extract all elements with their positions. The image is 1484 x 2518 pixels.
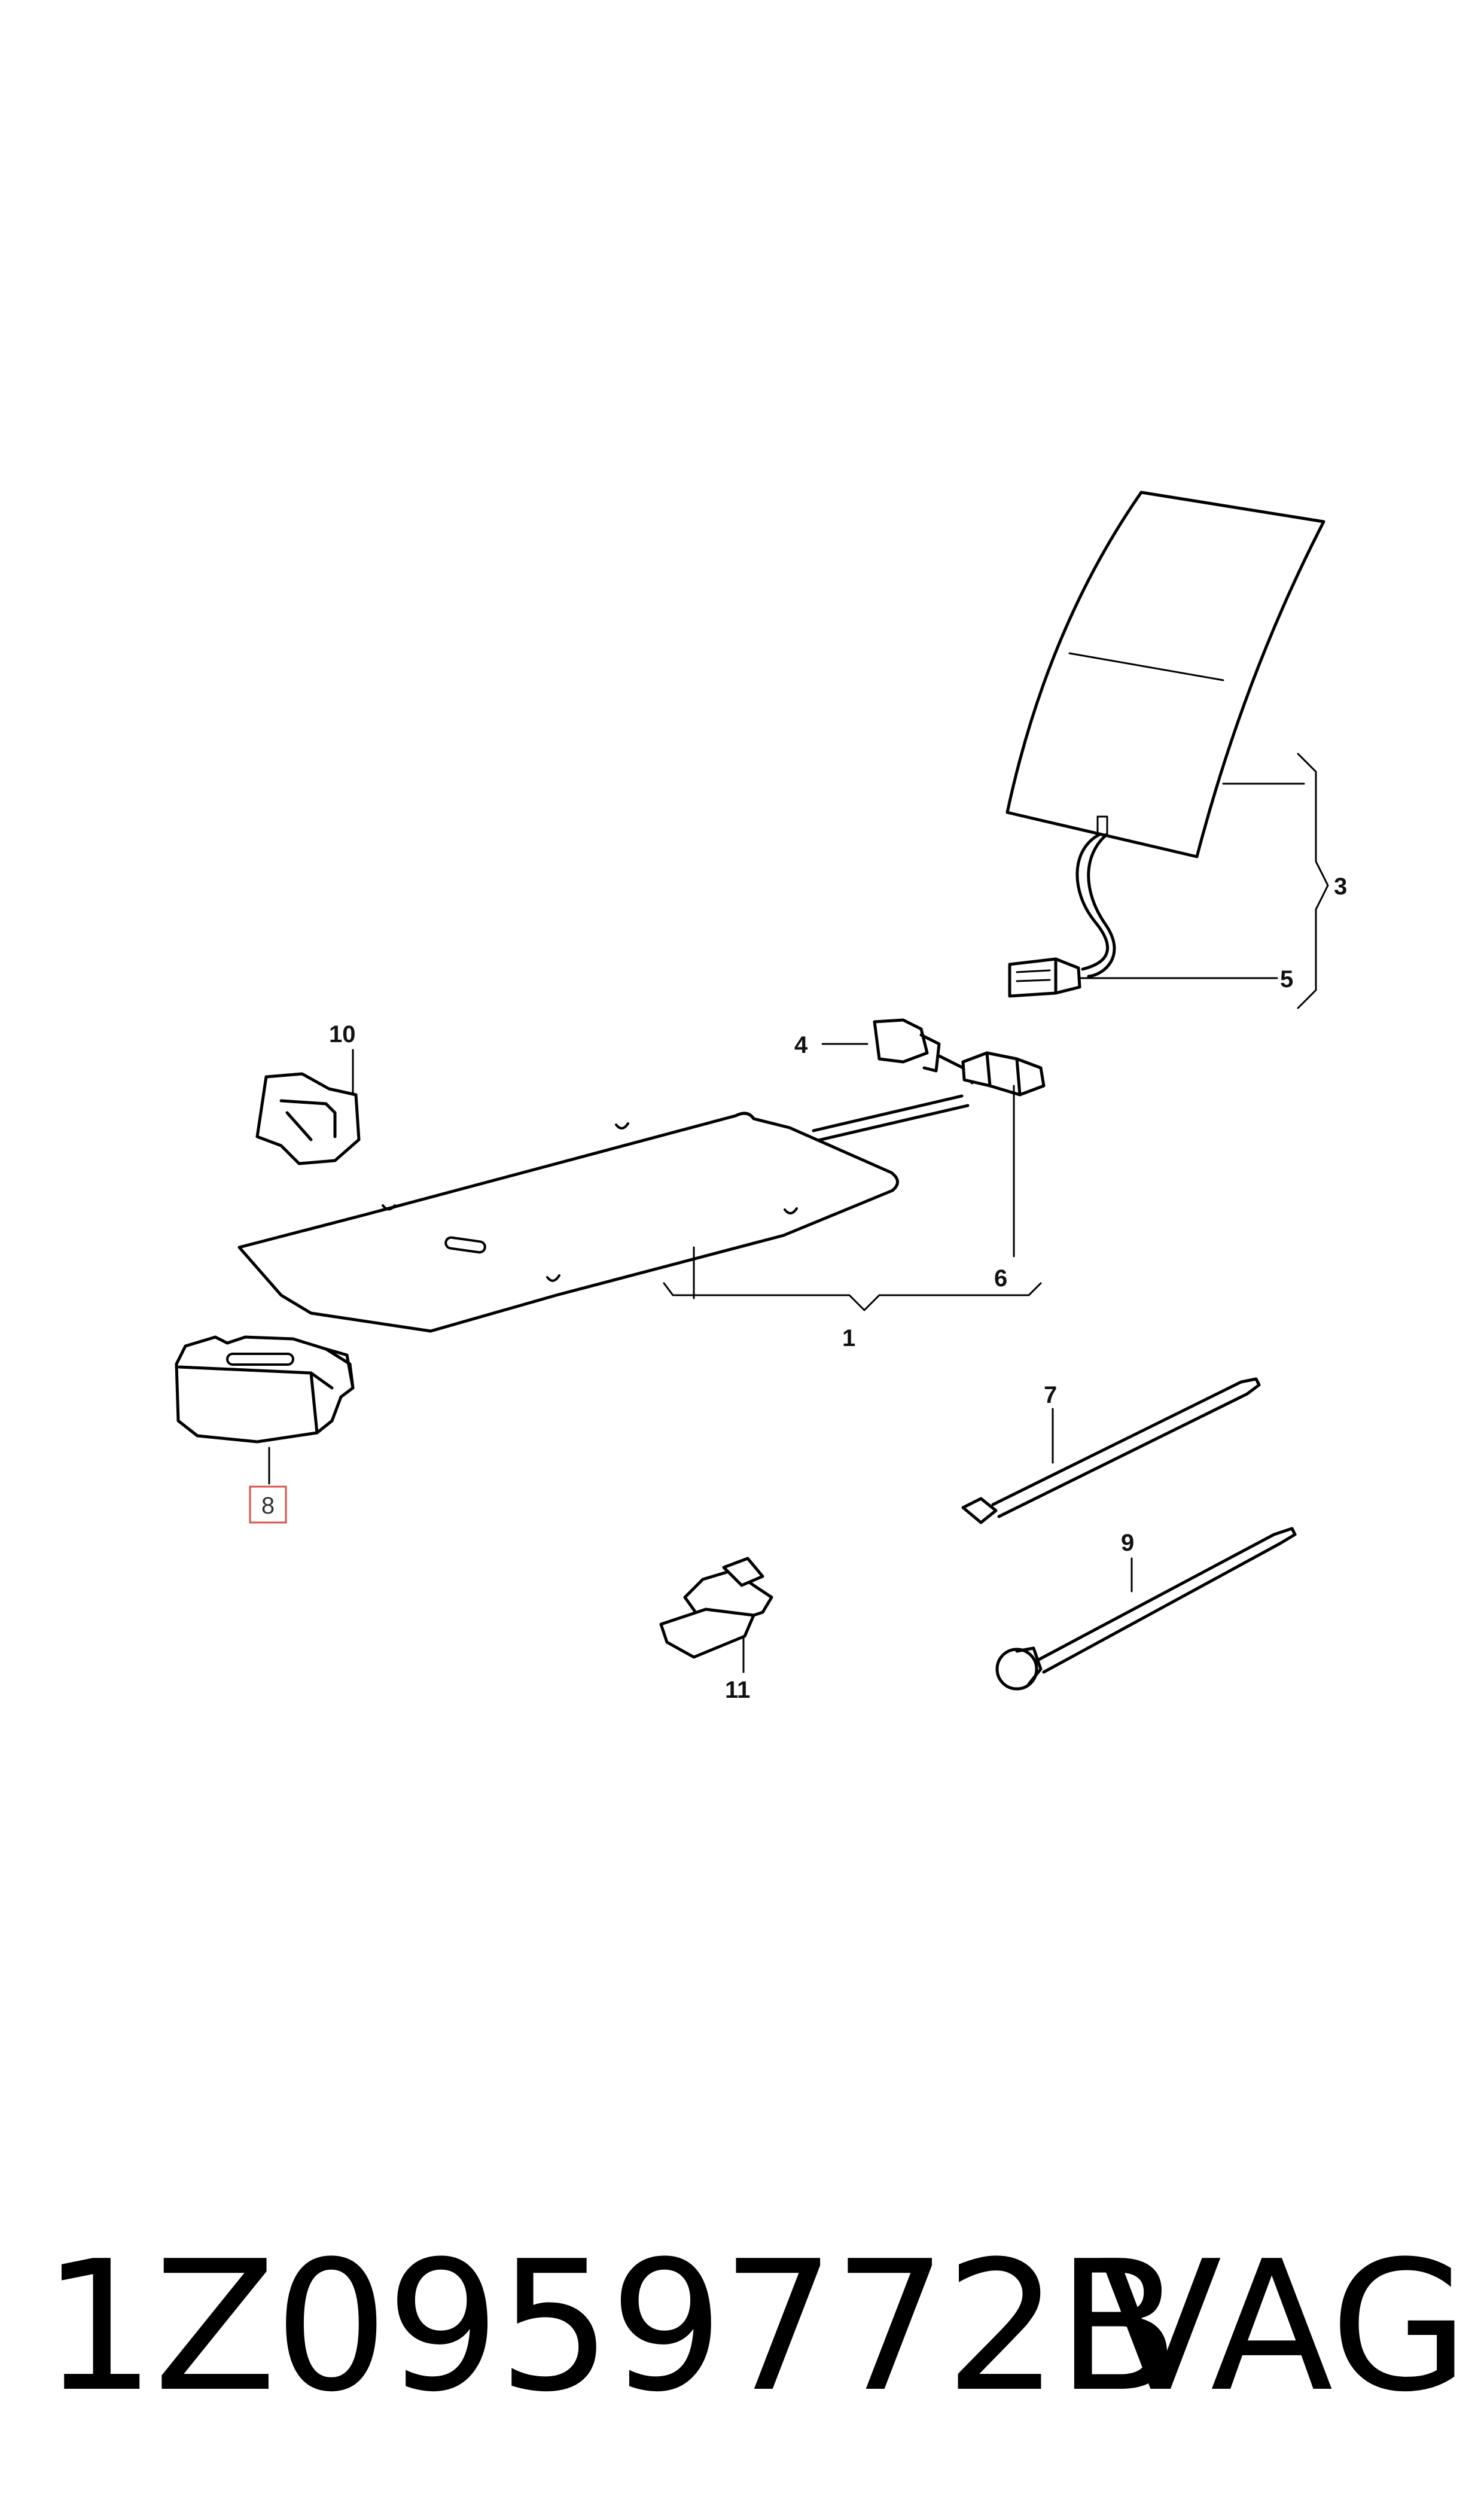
cable-tie-7-shape — [961, 1377, 1261, 1524]
connector-4-shape — [873, 1018, 974, 1085]
connector-5-shape — [1008, 957, 1081, 998]
part-number-footer: 1Z0959772B VAG — [0, 2225, 1484, 2429]
part-number-label: 1Z0959772B — [42, 2222, 1180, 2431]
clip-11-shape — [659, 1557, 773, 1659]
callout-8-highlight-box — [249, 1485, 287, 1524]
clip-10-shape — [255, 1072, 361, 1165]
callout-4[interactable]: 4 — [794, 1032, 808, 1058]
callout-3[interactable]: 3 — [1334, 873, 1347, 900]
callout-10[interactable]: 10 — [329, 1021, 356, 1048]
callout-6[interactable]: 6 — [994, 1265, 1007, 1292]
callout-11[interactable]: 11 — [725, 1677, 750, 1703]
connector-6-shape — [961, 1051, 1046, 1097]
callout-7[interactable]: 7 — [1044, 1382, 1057, 1408]
backrest-heating-element — [1005, 491, 1325, 998]
leader-lines — [268, 783, 1305, 1673]
callout-5[interactable]: 5 — [1280, 966, 1293, 992]
callout-8[interactable]: 8 — [261, 1493, 275, 1519]
seat-heating-element — [237, 1094, 970, 1333]
brand-label: VAG — [1099, 2222, 1469, 2431]
callout-1[interactable]: 1 — [842, 1325, 855, 1351]
callout-8-highlight[interactable]: 8 — [249, 1485, 287, 1524]
group-brackets — [663, 753, 1329, 1311]
cable-tie-9-shape — [995, 1527, 1297, 1691]
connector-housing-8-shape — [175, 1335, 355, 1444]
callout-9[interactable]: 9 — [1121, 1530, 1134, 1556]
